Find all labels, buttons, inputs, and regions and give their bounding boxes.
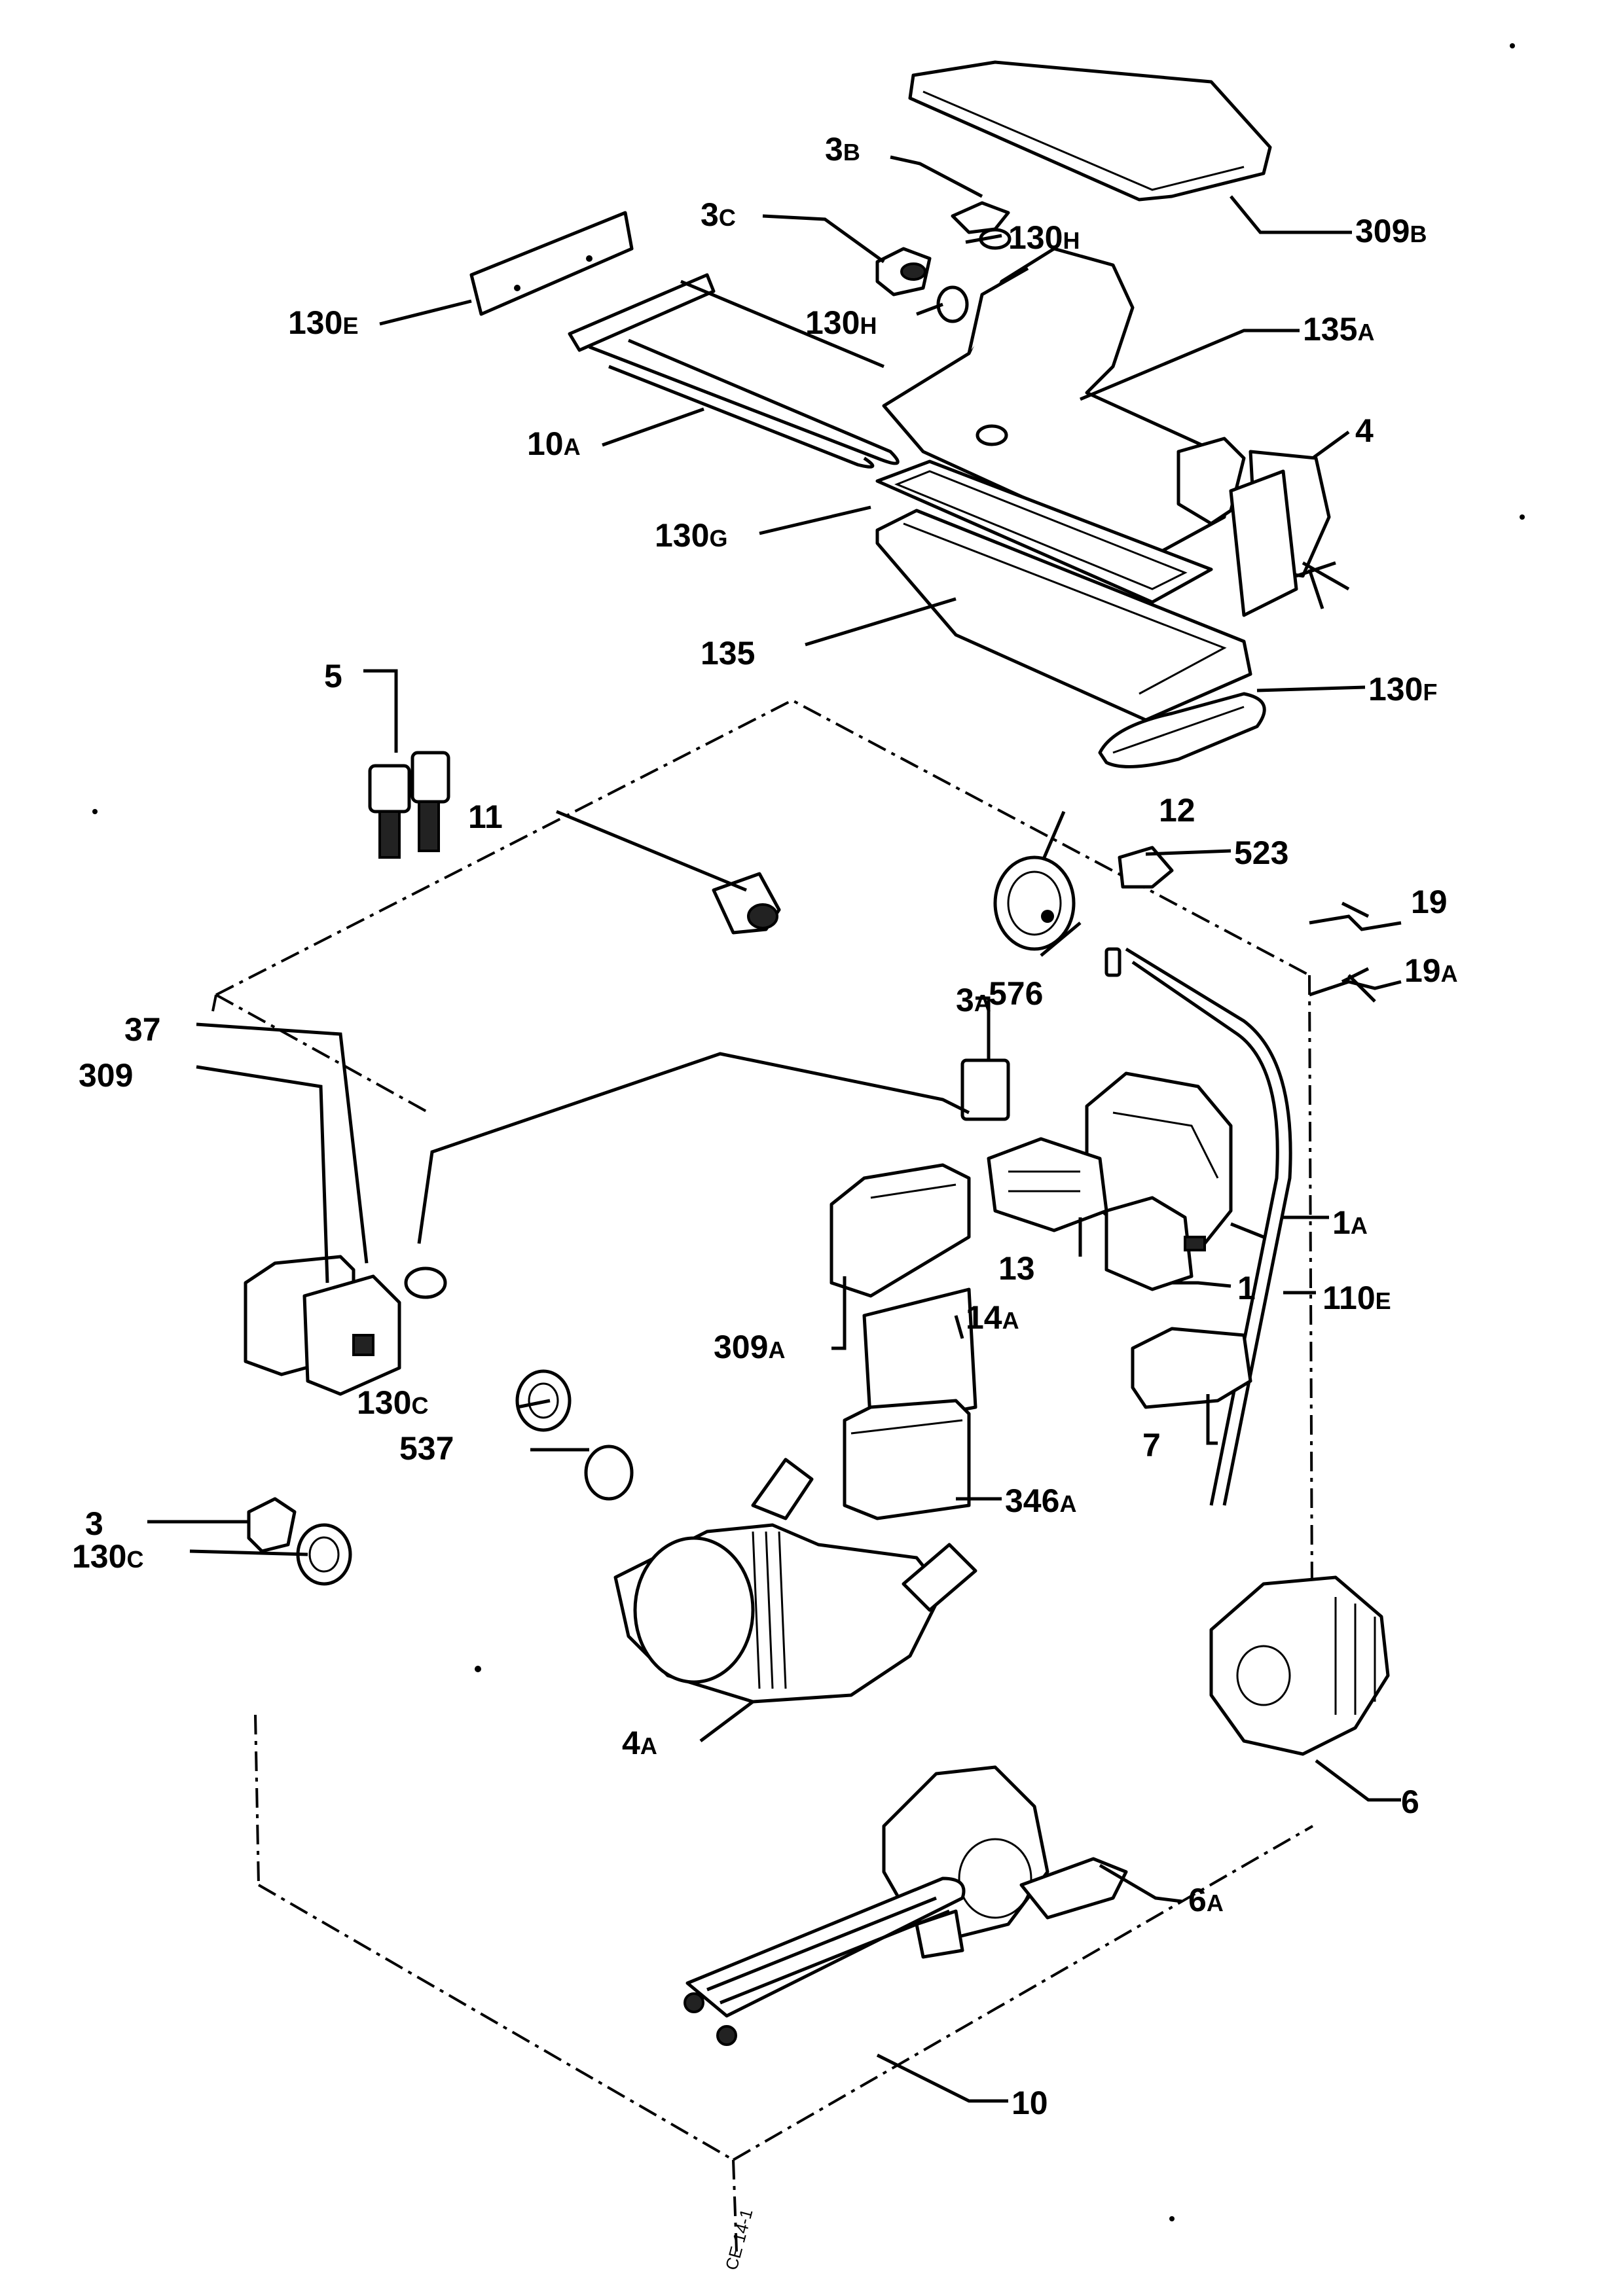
thermostat-3c xyxy=(875,247,932,296)
thermostat-3 xyxy=(247,1497,297,1553)
corner-code: CE 14-1 xyxy=(721,2207,757,2272)
callout-576: 576 xyxy=(989,975,1043,1012)
callout-10a: 10A xyxy=(527,425,581,462)
callout-5: 5 xyxy=(324,658,342,694)
gasket-130f xyxy=(1098,692,1266,768)
cover-309a xyxy=(830,1163,971,1298)
callout-37: 37 xyxy=(124,1011,161,1048)
callout-130h-top: 130H xyxy=(1008,219,1080,256)
scan-specks xyxy=(92,43,1525,2221)
thermostat-3b xyxy=(951,201,1012,250)
drum-motor-4a xyxy=(613,1458,977,1704)
callout-3a: 3A xyxy=(956,982,991,1018)
board-14a xyxy=(862,1287,977,1429)
callout-6: 6 xyxy=(1401,1784,1419,1820)
clip-19 xyxy=(1309,914,1402,931)
callout-309b: 309B xyxy=(1355,213,1427,249)
pressure-switch-12 xyxy=(993,855,1076,951)
callout-3b: 3B xyxy=(825,131,860,168)
part-576 xyxy=(1104,947,1122,977)
callout-11: 11 xyxy=(468,798,503,835)
fan-motor-4 xyxy=(1176,437,1350,617)
cabinet-outline xyxy=(211,698,1314,2252)
callout-537: 537 xyxy=(399,1430,454,1467)
drain-pump-6 xyxy=(1209,1575,1390,1756)
drain-pump-6a xyxy=(882,1765,1128,1959)
housing-135 xyxy=(875,509,1252,722)
callout-309a: 309A xyxy=(714,1329,785,1365)
callout-135: 135 xyxy=(701,635,755,672)
callout-4: 4 xyxy=(1355,412,1374,449)
switch-1 xyxy=(1104,1196,1206,1291)
callout-7: 7 xyxy=(1142,1427,1161,1463)
capillary-wire xyxy=(404,1052,970,1299)
heater-10 xyxy=(684,1876,966,2046)
lid-309b xyxy=(908,60,1272,202)
hose-110e xyxy=(1125,947,1292,1506)
clip-19a xyxy=(1309,974,1402,1003)
box-346a xyxy=(843,1399,971,1520)
callout-4a: 4A xyxy=(622,1725,657,1761)
callout-309: 309 xyxy=(79,1057,133,1094)
callout-1: 1 xyxy=(1237,1270,1256,1306)
callout-523: 523 xyxy=(1234,834,1288,871)
callout-130g: 130G xyxy=(655,517,727,554)
bracket-130e xyxy=(469,211,634,316)
cap-537 xyxy=(584,1444,634,1501)
leader-lines xyxy=(147,155,1401,2103)
callout-12: 12 xyxy=(1159,792,1195,829)
callout-3c: 3C xyxy=(701,196,736,233)
callout-10: 10 xyxy=(1012,2085,1048,2121)
callout-135a: 135A xyxy=(1303,311,1374,348)
thermostat-3a xyxy=(960,1058,1010,1121)
callout-130c-lower: 130C xyxy=(72,1538,143,1575)
callout-6a: 6A xyxy=(1188,1882,1224,1918)
callout-110e: 110E xyxy=(1322,1280,1391,1316)
callout-1a: 1A xyxy=(1332,1204,1368,1241)
inlet-valve-5 xyxy=(368,751,450,859)
connector-523 xyxy=(1118,846,1174,889)
callout-3: 3 xyxy=(85,1505,103,1542)
callout-13: 13 xyxy=(998,1250,1035,1287)
callout-19: 19 xyxy=(1411,884,1448,920)
heater-10a xyxy=(568,273,900,469)
callout-346a: 346A xyxy=(1005,1482,1076,1519)
callout-130h-bottom: 130H xyxy=(805,304,877,341)
callout-14a: 14A xyxy=(966,1299,1019,1336)
seal-130g xyxy=(875,459,1213,604)
callout-130f: 130F xyxy=(1368,671,1437,708)
filter-7 xyxy=(1131,1327,1252,1409)
callout-19a: 19A xyxy=(1404,952,1458,989)
control-module-37-309 xyxy=(244,1255,401,1396)
callout-130e: 130E xyxy=(288,304,358,341)
suppressor-11 xyxy=(712,872,781,935)
callout-130c-upper: 130C xyxy=(357,1384,428,1421)
